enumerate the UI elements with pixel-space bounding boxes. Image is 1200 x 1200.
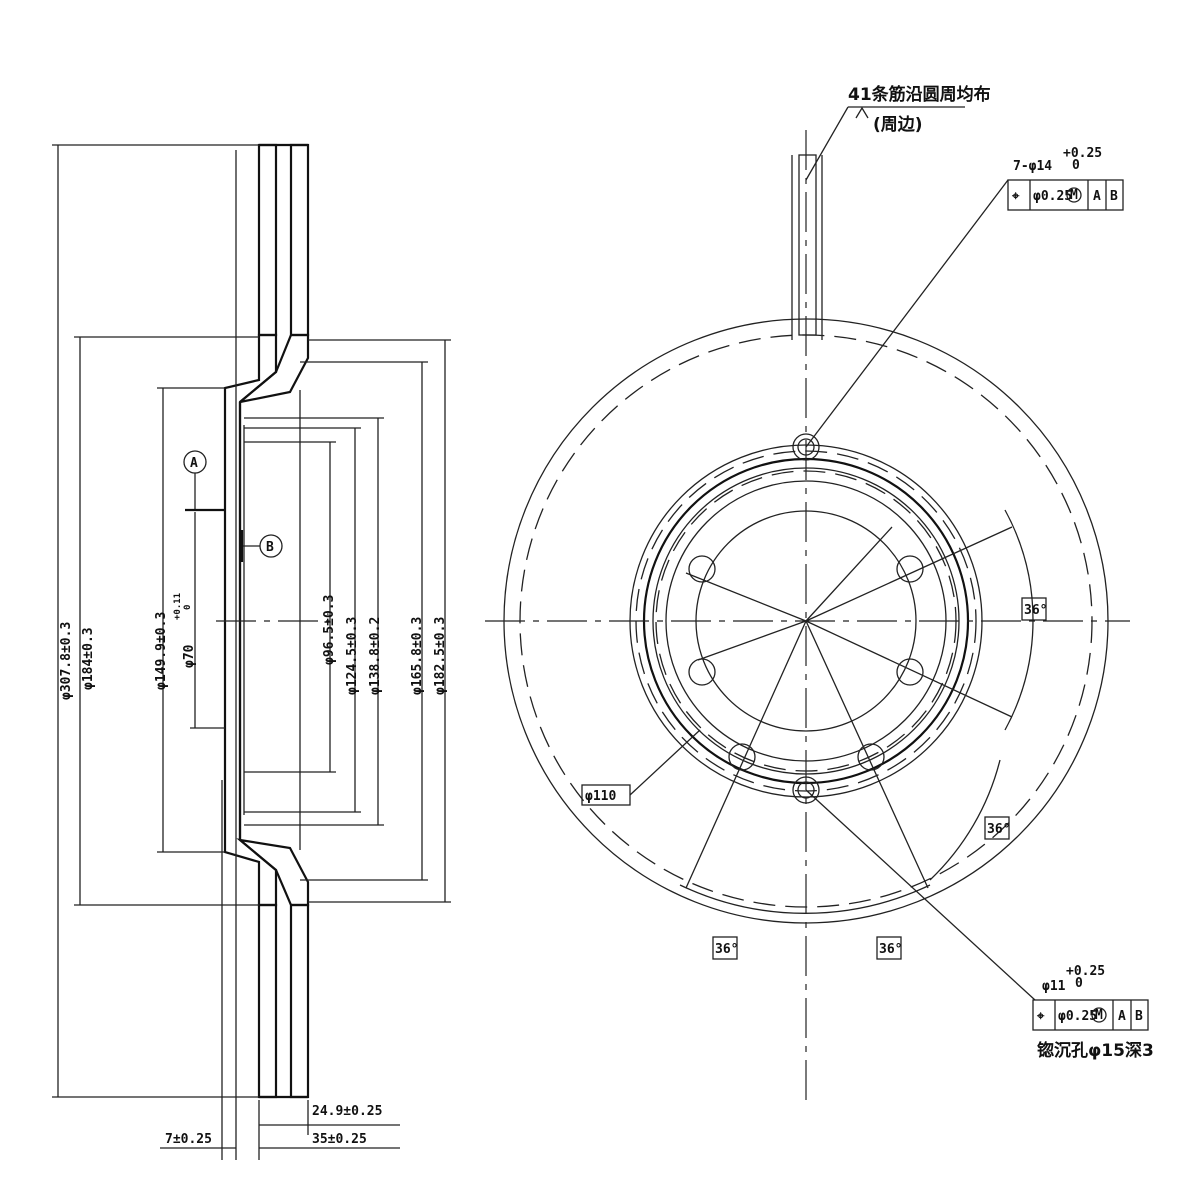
angle-label: 36° bbox=[879, 942, 902, 957]
small-hole-tol-lower: 0 bbox=[1075, 976, 1083, 991]
bolt-hole bbox=[896, 658, 924, 686]
bolt-circle-label-box bbox=[581, 784, 631, 806]
dim-diameter-165: φ165.8±0.3 bbox=[410, 617, 425, 695]
dim-outer-diameter: φ307.8±0.3 bbox=[59, 622, 74, 700]
angle-label: 36° bbox=[987, 822, 1010, 837]
dim-70-tol-lower: 0 bbox=[183, 605, 193, 610]
dim-diameter-96: φ96.5±0.3 bbox=[322, 595, 337, 665]
fcf-datum-a: A bbox=[1093, 189, 1101, 204]
fcf-tolerance: φ0.25 bbox=[1058, 1009, 1097, 1024]
small-hole-tol-upper: +0.25 bbox=[1066, 964, 1105, 979]
hole-tol-upper: +0.25 bbox=[1063, 146, 1102, 161]
datum-b-label: B bbox=[266, 540, 274, 555]
dim-diameter-70: φ70 bbox=[182, 644, 197, 668]
section-hatch bbox=[257, 143, 278, 337]
bolt-hole bbox=[728, 743, 756, 771]
bolt-hole bbox=[792, 433, 820, 461]
small-hole-callout-label: φ11 bbox=[1042, 979, 1066, 994]
feature-control-frame-bottom: ⌖ φ0.25 M A B bbox=[1032, 999, 1149, 1031]
datum-a-label: A bbox=[190, 456, 198, 471]
hole-callout-label: 7-φ14 bbox=[1013, 159, 1052, 174]
vane-count-note: 41条筋沿圆周均布 bbox=[848, 84, 991, 105]
hole-tol-lower: 0 bbox=[1072, 158, 1080, 173]
dim-diameter-182: φ182.5±0.3 bbox=[433, 617, 448, 695]
bolt-hole bbox=[688, 555, 716, 583]
position-symbol: ⌖ bbox=[1011, 189, 1020, 204]
position-symbol: ⌖ bbox=[1036, 1009, 1045, 1024]
bolt-hole bbox=[857, 743, 885, 771]
dim-hat-7: 7±0.25 bbox=[165, 1132, 212, 1147]
angle-label: 36° bbox=[715, 942, 738, 957]
dim-height-35: 35±0.25 bbox=[312, 1132, 367, 1147]
feature-control-frame-top: ⌖ φ0.25 M A B bbox=[1007, 179, 1124, 211]
dim-diameter-124: φ124.5±0.3 bbox=[345, 617, 360, 695]
section-hatch bbox=[257, 903, 278, 1099]
counterbore-note: 锪沉孔φ15深3 bbox=[1037, 1040, 1154, 1061]
angle-label: 36° bbox=[1024, 603, 1047, 618]
bolt-hole bbox=[896, 555, 924, 583]
fcf-datum-a: A bbox=[1118, 1009, 1126, 1024]
dim-diameter-138: φ138.8±0.2 bbox=[368, 617, 383, 695]
fcf-datum-b: B bbox=[1135, 1009, 1143, 1024]
fcf-datum-b: B bbox=[1110, 189, 1118, 204]
fcf-modifier: M bbox=[1070, 188, 1078, 203]
bolt-circle-label: φ110 bbox=[585, 789, 616, 804]
fcf-modifier: M bbox=[1095, 1008, 1103, 1023]
hat-section bbox=[223, 333, 278, 907]
front-view: 41条筋沿圆周均布 (周边) 7-φ14 +0.25 0 ⌖ φ0.25 M A… bbox=[485, 84, 1154, 1105]
vane-section bbox=[798, 154, 817, 336]
bolt-hole bbox=[688, 658, 716, 686]
dim-diameter-184: φ184±0.3 bbox=[81, 627, 96, 690]
dim-thickness-24: 24.9±0.25 bbox=[312, 1104, 382, 1119]
dim-70-tol-upper: +0.11 bbox=[173, 593, 183, 620]
dim-diameter-149: φ149.9±0.3 bbox=[154, 612, 169, 690]
section-hatch bbox=[289, 143, 310, 337]
bolt-hole bbox=[792, 776, 820, 804]
side-section-view: φ307.8±0.3 φ184±0.3 φ149.9±0.3 φ70 +0.11… bbox=[52, 143, 451, 1160]
vane-note-sub: (周边) bbox=[873, 115, 923, 135]
section-hatch bbox=[289, 903, 310, 1099]
fcf-tolerance: φ0.25 bbox=[1033, 189, 1072, 204]
bolt-holes bbox=[688, 433, 924, 804]
